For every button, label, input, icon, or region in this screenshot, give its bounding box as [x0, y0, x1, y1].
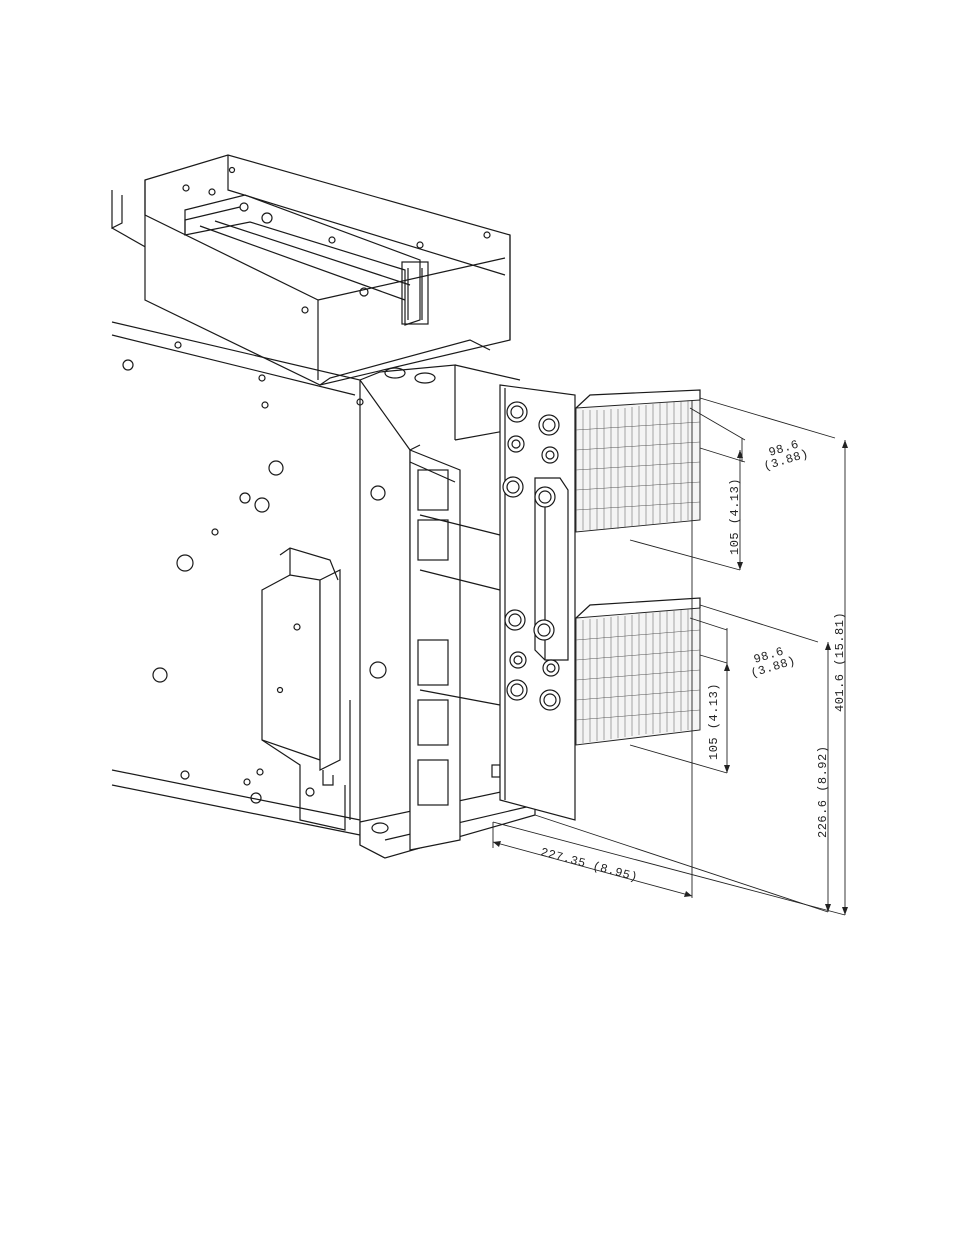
top-housing: [112, 155, 510, 385]
lower-height-label: 105 (4.13): [707, 683, 721, 760]
connector-plate: [500, 385, 575, 820]
lower-terminal-block: [576, 598, 700, 745]
upper-height-label: 105 (4.13): [728, 478, 742, 555]
depth-label: 227.35 (8.95): [539, 845, 639, 884]
upper-terminal-block: [576, 390, 700, 532]
mounting-bracket: [262, 548, 350, 830]
total-height-label: 401.6 (15.81): [833, 612, 847, 712]
lower-height-total-label: 226.6 (8.92): [816, 746, 830, 838]
